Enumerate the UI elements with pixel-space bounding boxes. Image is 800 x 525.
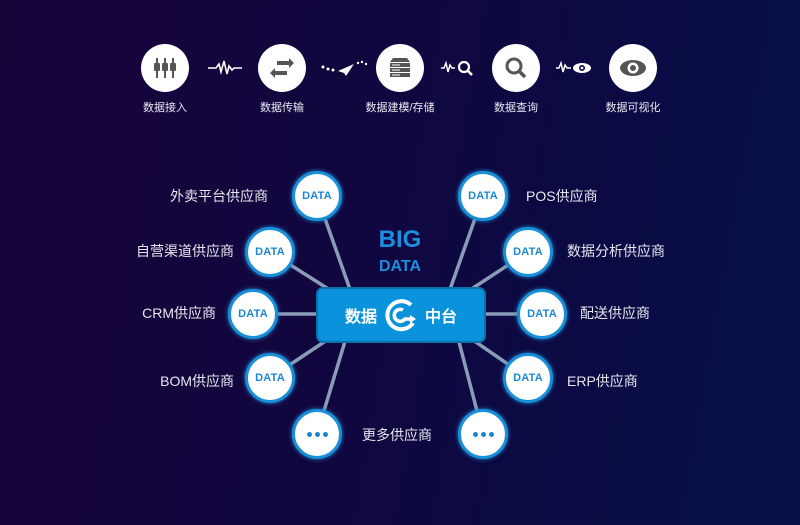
pipeline-step-label: 数据接入 <box>143 102 187 114</box>
vendor-node[interactable]: DATA <box>228 289 278 339</box>
node-badge: DATA <box>513 372 543 384</box>
data-platform-hub[interactable]: 数据 中台 <box>316 287 486 343</box>
pulse-icon <box>205 56 245 80</box>
vendor-node[interactable]: DATA <box>458 171 508 221</box>
pipeline-step-label: 数据查询 <box>494 102 538 114</box>
pipeline-step-label: 数据建模/存储 <box>365 102 435 114</box>
paper-plane-icon <box>320 56 368 80</box>
vendor-label: 配送供应商 <box>580 305 650 321</box>
vendor-node[interactable]: DATA <box>503 353 553 403</box>
vendor-label: POS供应商 <box>526 188 598 204</box>
search-icon <box>492 44 540 92</box>
node-badge: DATA <box>527 308 557 320</box>
node-badge: DATA <box>302 190 332 202</box>
vendor-label: 数据分析供应商 <box>567 243 665 259</box>
big-title: BIG <box>378 226 422 253</box>
data-title: DATA <box>378 258 422 275</box>
vendor-node[interactable]: DATA <box>245 353 295 403</box>
more-dots-icon <box>472 431 494 437</box>
vendor-node[interactable]: DATA <box>292 171 342 221</box>
more-vendors-label: 更多供应商 <box>362 427 432 443</box>
server-storage-icon <box>376 44 424 92</box>
vendor-label: ERP供应商 <box>567 373 638 389</box>
pipeline-step-visualize: 数据可视化 <box>583 44 683 115</box>
more-vendors-node[interactable] <box>458 409 508 459</box>
transfer-arrows-icon <box>258 44 306 92</box>
vendor-label: 外卖平台供应商 <box>170 188 268 204</box>
node-badge: DATA <box>468 190 498 202</box>
node-badge: DATA <box>255 246 285 258</box>
vendor-label: 自营渠道供应商 <box>136 243 234 259</box>
node-badge: DATA <box>513 246 543 258</box>
more-dots-icon <box>306 431 328 437</box>
pulse-eye-icon <box>554 56 594 80</box>
data-platform-logo-icon <box>385 299 416 332</box>
node-badge: DATA <box>255 372 285 384</box>
vendor-label: CRM供应商 <box>142 305 216 321</box>
pipeline-step-query: 数据查询 <box>466 44 566 115</box>
pipeline-step-transfer: 数据传输 <box>232 44 332 115</box>
node-badge: DATA <box>238 308 268 320</box>
pipeline-step-storage: 数据建模/存储 <box>350 44 450 115</box>
connector-icon <box>141 44 189 92</box>
pipeline-step-label: 数据可视化 <box>605 102 661 114</box>
pipeline-step-ingest: 数据接入 <box>115 44 215 115</box>
hub-label-right: 中台 <box>425 309 458 326</box>
eye-icon <box>609 44 657 92</box>
vendor-node[interactable]: DATA <box>517 289 567 339</box>
hub-label-left: 数据 <box>344 309 377 326</box>
pipeline-step-label: 数据传输 <box>260 102 304 114</box>
more-vendors-node[interactable] <box>292 409 342 459</box>
vendor-label: BOM供应商 <box>160 373 234 389</box>
vendor-node[interactable]: DATA <box>503 227 553 277</box>
vendor-node[interactable]: DATA <box>245 227 295 277</box>
pulse-search-icon <box>438 56 478 80</box>
